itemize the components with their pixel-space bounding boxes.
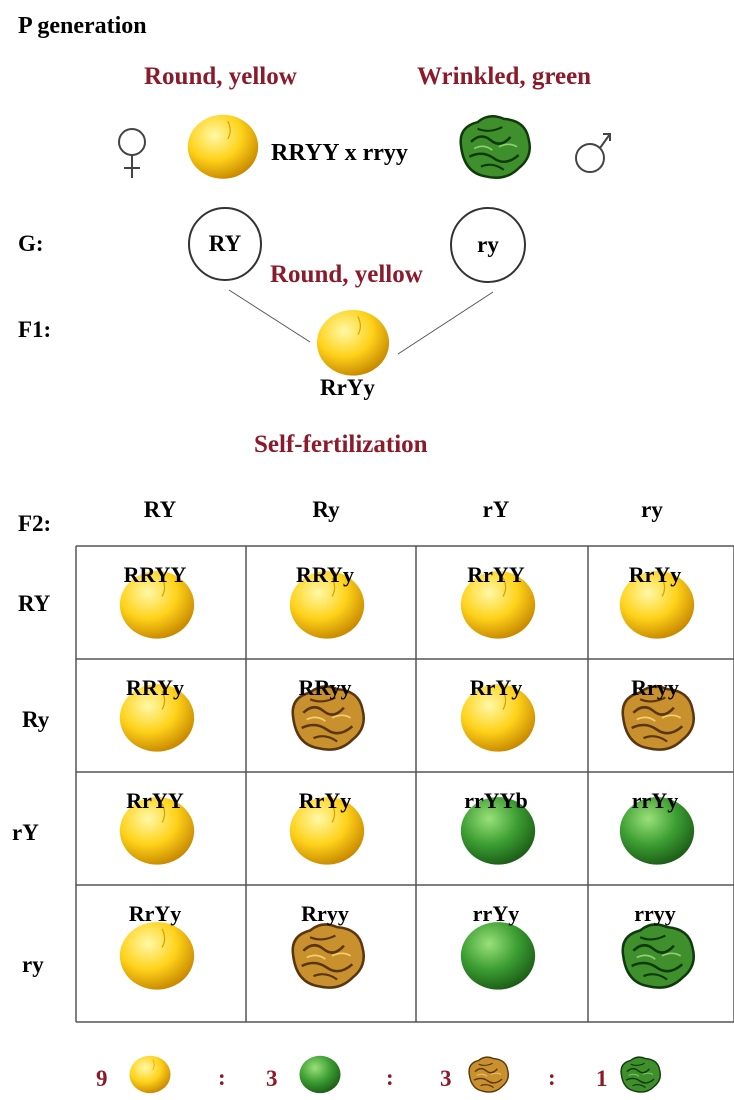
green-wrinkled-pea-icon: [621, 923, 695, 989]
f2-cell-pea: [614, 679, 700, 755]
yellow-round-pea-icon: [460, 571, 536, 639]
green-round-pea-icon: [619, 797, 695, 865]
yellow-round-pea-icon: [460, 684, 536, 752]
green-round-pea-icon: [460, 797, 536, 865]
f2-cell-genotype: RRYy: [296, 562, 354, 587]
yellow-round-pea-icon: [129, 1055, 171, 1094]
f1-genotype-label: RrYy: [320, 375, 375, 400]
cross-notation: RRYY x rryy: [271, 140, 408, 166]
ratio-pea: [292, 1053, 348, 1095]
ratio-pea: [460, 1053, 516, 1095]
yellow-round-pea-icon: [619, 571, 695, 639]
f2-cell-pea: [114, 566, 200, 642]
yellow-round-pea-icon: [119, 684, 195, 752]
f2-cell-genotype: RRyy: [298, 675, 352, 700]
p-generation-heading: P generation: [18, 13, 147, 39]
f2-label: F2:: [18, 511, 52, 536]
f2-cell-pea: [455, 917, 541, 993]
female-phenotype-label: Round, yellow: [144, 63, 297, 90]
f2-cell-genotype: RrYy: [298, 788, 352, 813]
f2-row-header: RY: [18, 591, 51, 616]
f2-cell-genotype: Rryy: [631, 675, 679, 700]
yellow-round-pea-icon: [316, 310, 390, 376]
f2-cell-genotype: RrYy: [128, 901, 182, 926]
f2-cell-pea: [614, 566, 700, 642]
f1-pea: [312, 305, 394, 379]
gametes-label: G:: [18, 231, 44, 256]
f2-cell-genotype: rrYYb: [464, 788, 528, 813]
ratio-separator: :: [386, 1065, 394, 1090]
f2-cell-genotype: RrYY: [467, 562, 525, 587]
yellow-round-pea-icon: [119, 922, 195, 990]
male-gamete-label: ry: [477, 232, 499, 257]
ratio-separator: :: [218, 1065, 226, 1090]
f2-cell-pea: [114, 679, 200, 755]
green-round-pea-icon: [460, 922, 536, 990]
ratio-pea: [122, 1053, 178, 1095]
female-symbol-icon: [118, 128, 146, 178]
female-gamete-label: RY: [208, 231, 242, 256]
ratio-count: 1: [596, 1066, 608, 1091]
male-gamete-circle: ry: [450, 207, 526, 283]
f2-cell-pea: [284, 792, 370, 868]
f2-cell-pea: [455, 566, 541, 642]
yellow-round-pea-icon: [119, 571, 195, 639]
f2-row-header: Ry: [22, 707, 50, 732]
ratio-count: 9: [96, 1066, 108, 1091]
f2-cell-pea: [114, 917, 200, 993]
f1-phenotype-label: Round, yellow: [270, 261, 423, 288]
f2-cell-pea: [284, 566, 370, 642]
yellow-round-pea-icon: [289, 797, 365, 865]
yellow-wrinkled-pea-icon: [621, 685, 695, 751]
f2-cell-pea: [284, 679, 370, 755]
ratio-separator: :: [548, 1065, 556, 1090]
f2-cell-genotype: RrYy: [628, 562, 682, 587]
yellow-wrinkled-pea-icon: [291, 685, 365, 751]
green-round-pea-icon: [299, 1055, 341, 1094]
f2-row-header: ry: [22, 952, 44, 977]
f2-cell-pea: [614, 917, 700, 993]
green-wrinkled-pea-icon: [459, 115, 531, 179]
yellow-wrinkled-pea-icon: [468, 1056, 509, 1093]
f2-column-header: Ry: [312, 497, 340, 522]
yellow-wrinkled-pea-icon: [291, 923, 365, 989]
ratio-pea: [612, 1053, 668, 1095]
yellow-round-pea-icon: [289, 571, 365, 639]
yellow-round-pea-icon: [119, 797, 195, 865]
f2-cell-genotype: RRYY: [123, 562, 187, 587]
f1-label: F1:: [18, 317, 52, 342]
f2-column-header: rY: [482, 497, 510, 522]
female-gamete-circle: RY: [188, 207, 262, 281]
male-symbol-icon: [575, 133, 611, 173]
f2-cell-genotype: RrYy: [469, 675, 523, 700]
parent-male-pea: [444, 109, 544, 183]
green-wrinkled-pea-icon: [620, 1056, 661, 1093]
f2-cell-genotype: Rryy: [301, 901, 349, 926]
f2-row-header: rY: [12, 820, 39, 845]
self-fertilization-label: Self-fertilization: [254, 431, 428, 458]
f2-cell-pea: [455, 792, 541, 868]
yellow-round-pea-icon: [187, 114, 259, 179]
f2-cell-pea: [455, 679, 541, 755]
f2-cell-pea: [614, 792, 700, 868]
f2-cell-genotype: rrYy: [472, 901, 520, 926]
f2-column-header: RY: [143, 497, 177, 522]
f2-cell-pea: [114, 792, 200, 868]
f2-cell-genotype: RrYY: [126, 788, 184, 813]
f2-cell-genotype: rrYy: [631, 788, 679, 813]
parent-female-pea: [183, 110, 263, 182]
f2-cell-genotype: rryy: [634, 901, 676, 926]
f2-cell-genotype: RRYy: [126, 675, 184, 700]
f2-column-header: ry: [641, 497, 663, 522]
ratio-count: 3: [266, 1066, 278, 1091]
male-phenotype-label: Wrinkled, green: [417, 63, 592, 90]
f2-cell-pea: [284, 917, 370, 993]
ratio-count: 3: [440, 1066, 452, 1091]
